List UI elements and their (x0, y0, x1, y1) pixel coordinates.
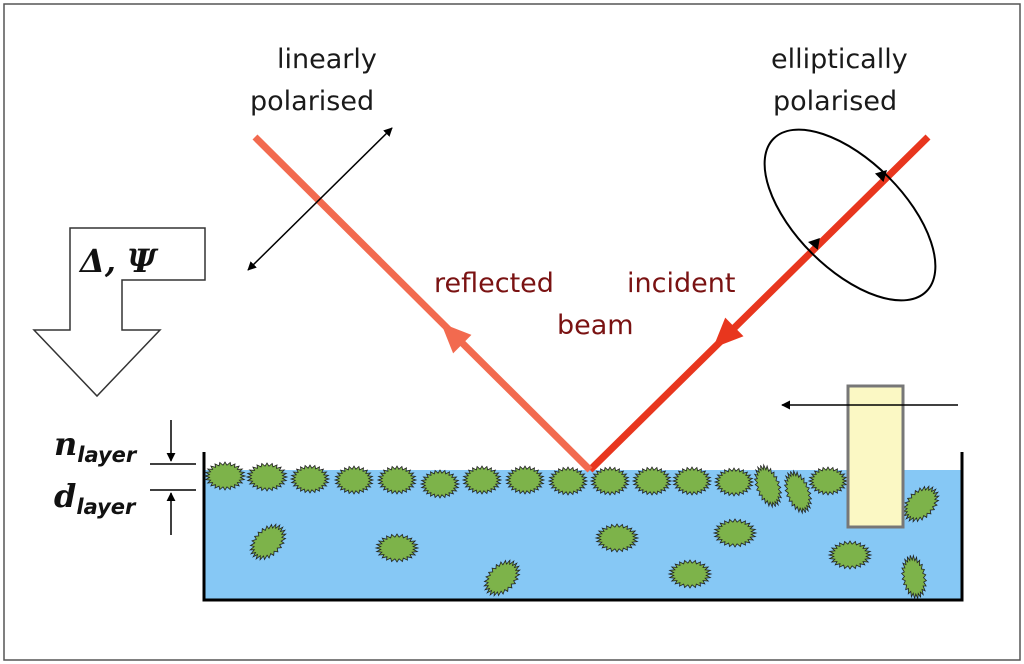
n-layer-label: nlayer (54, 425, 138, 467)
particle (594, 523, 640, 553)
figure-border (3, 3, 1021, 661)
particle (376, 465, 418, 495)
ellipse-arrowhead-upper (874, 170, 887, 183)
particle (753, 463, 783, 509)
beam-label: beam (557, 310, 634, 341)
particle (374, 533, 420, 563)
particle (667, 559, 713, 589)
d-symbol: d (54, 477, 76, 515)
d-subscript: layer (76, 495, 137, 519)
particle (783, 469, 813, 515)
layer-thickness-markers (150, 420, 196, 535)
incident-label: incident (627, 268, 735, 299)
ellipse-arrowhead-lower (808, 238, 820, 250)
elliptical-polarisation-ellipse (763, 128, 937, 302)
particle (589, 466, 631, 496)
particle (483, 559, 521, 597)
barrier (846, 384, 905, 529)
reflected-beam (252, 134, 593, 473)
delta-psi-label: Δ, Ψ (78, 242, 159, 280)
trough-walls (202, 452, 964, 602)
particle (333, 465, 375, 495)
particle (713, 467, 755, 497)
particle (631, 466, 673, 496)
n-symbol: n (54, 425, 77, 463)
linear-polarisation-arrow (247, 127, 393, 271)
particle (902, 485, 940, 523)
d-layer-label: dlayer (54, 477, 137, 519)
particle (547, 466, 589, 496)
particle (712, 518, 758, 548)
output-hollow-arrow (32, 227, 206, 398)
particle (289, 464, 331, 494)
reflected-beam-arrowhead (441, 323, 472, 354)
particle (671, 466, 713, 496)
particles-layer (203, 461, 940, 601)
particle (504, 465, 546, 495)
n-subscript: layer (77, 443, 138, 467)
particle (203, 461, 247, 491)
particle (807, 466, 849, 496)
particle (249, 523, 287, 561)
incident-beam (587, 134, 931, 473)
particle (245, 462, 289, 492)
particle (419, 469, 461, 499)
polarised-right-label: polarised (773, 86, 897, 117)
particle (461, 465, 503, 495)
elliptically-label: elliptically (771, 44, 908, 75)
linearly-label: linearly (277, 44, 377, 75)
incident-beam-arrowhead (713, 317, 744, 348)
particle (900, 553, 928, 601)
particle (827, 540, 873, 570)
reflected-label: reflected (434, 268, 554, 299)
polarised-left-label: polarised (250, 86, 374, 117)
